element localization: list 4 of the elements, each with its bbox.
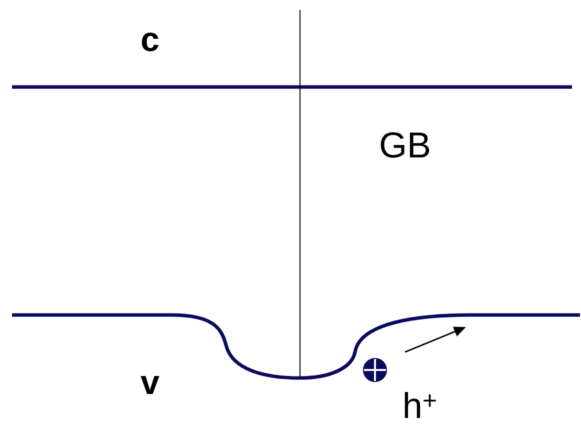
band-label: c [142, 32, 158, 52]
band-label: v [140, 376, 160, 394]
carrier-label: h$^{+}$ [404, 392, 436, 418]
boundary-label: GB [380, 132, 430, 158]
